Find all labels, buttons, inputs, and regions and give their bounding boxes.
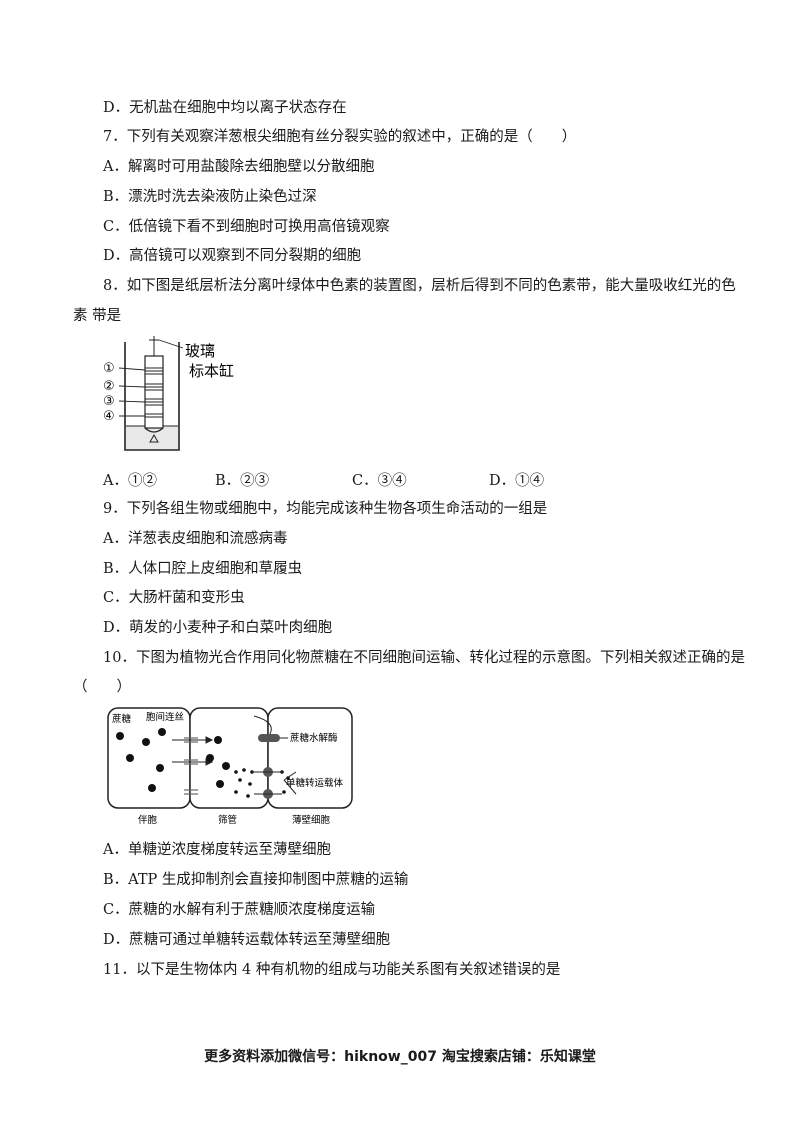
q9-option-b: B．人体口腔上皮细胞和草履虫	[103, 561, 303, 577]
band-label-1: ①	[103, 361, 115, 376]
label-transporter: 单糖转运载体	[286, 777, 344, 789]
jar-label-glass: 玻璃	[185, 342, 215, 360]
q10-stem: 10．下图为植物光合作用同化物蔗糖在不同细胞间运输、转化过程的示意图。下列相关叙…	[103, 650, 745, 666]
label-plasmodesmata: 胞间连丝	[146, 711, 184, 723]
band-label-2: ②	[103, 379, 115, 394]
q10-option-d: D．蔗糖可通过单糖转运载体转运至薄壁细胞	[103, 932, 391, 948]
q8-stem-cont: 素 带是	[73, 308, 122, 324]
q7-stem: 7．下列有关观察洋葱根尖细胞有丝分裂实验的叙述中，正确的是（ ）	[103, 129, 577, 145]
page-footer: 更多资料添加微信号：hiknow_007 淘宝搜索店铺：乐知课堂	[204, 1049, 596, 1065]
label-companion-cell: 伴胞	[138, 814, 158, 826]
q11-stem: 11．以下是生物体内 4 种有机物的组成与功能关系图有关叙述错误的是	[103, 962, 561, 978]
q9-option-d: D．萌发的小麦种子和白菜叶肉细胞	[103, 620, 333, 636]
q8-option-c: C．③④	[352, 473, 407, 489]
q8-option-d: D．①④	[489, 473, 545, 489]
q9-option-a: A．洋葱表皮细胞和流感病毒	[103, 531, 288, 547]
q7-option-b: B．漂洗时洗去染液防止染色过深	[103, 189, 317, 205]
chromatography-figure: ① ② ③ ④ 玻璃 标本缸	[103, 336, 234, 451]
q8-option-b: B．②③	[215, 473, 270, 489]
q9-option-c: C．大肠杆菌和变形虫	[103, 590, 245, 606]
q10-stem-cont: （ ）	[73, 679, 131, 695]
jar-label-jar: 标本缸	[189, 362, 234, 380]
band-label-3: ③	[103, 394, 115, 409]
q9-stem: 9．下列各组生物或细胞中，均能完成该种生物各项生命活动的一组是	[103, 501, 548, 517]
sucrose-transport-figure: 蔗糖 胞间连丝 蔗糖水解酶 单糖转运载体 伴胞 筛管 薄壁细胞	[107, 707, 353, 826]
q8-stem: 8．如下图是纸层析法分离叶绿体中色素的装置图，层析后得到不同的色素带，能大量吸收…	[103, 278, 736, 294]
q7-option-c: C．低倍镜下看不到细胞时可换用高倍镜观察	[103, 219, 390, 235]
q10-option-b: B．ATP 生成抑制剂会直接抑制图中蔗糖的运输	[103, 872, 409, 888]
q8-options: A．①② B．②③ C．③④ D．①④	[103, 469, 623, 489]
q10-option-a: A．单糖逆浓度梯度转运至薄壁细胞	[103, 842, 331, 858]
label-parenchyma: 薄壁细胞	[292, 814, 331, 826]
label-invertase: 蔗糖水解酶	[290, 732, 338, 744]
label-sieve-tube: 筛管	[218, 814, 237, 826]
q10-option-c: C．蔗糖的水解有利于蔗糖顺浓度梯度运输	[103, 902, 376, 918]
band-label-4: ④	[103, 409, 115, 424]
q7-option-a: A．解离时可用盐酸除去细胞壁以分散细胞	[103, 159, 375, 175]
label-sucrose: 蔗糖	[112, 713, 132, 725]
q7-option-d: D．高倍镜可以观察到不同分裂期的细胞	[103, 248, 362, 264]
q8-option-a: A．①②	[103, 473, 157, 489]
q6-option-d: D．无机盐在细胞中均以离子状态存在	[103, 100, 347, 116]
